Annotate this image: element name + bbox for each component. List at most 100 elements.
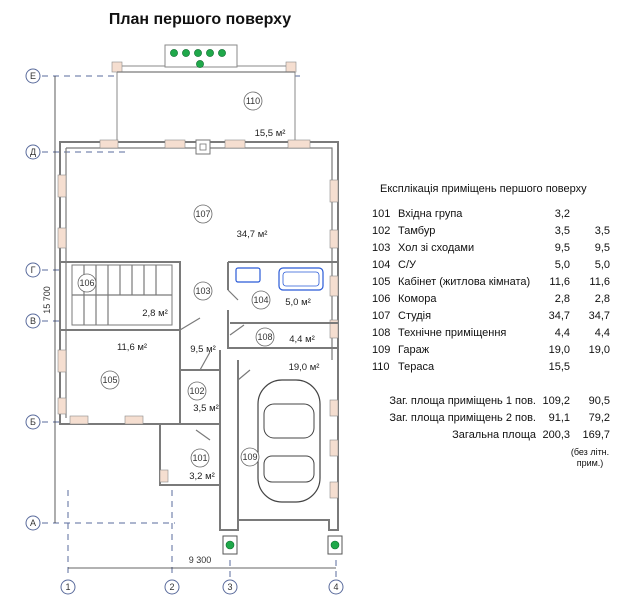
explication-row: 101 Вхідна група 3,2 bbox=[372, 208, 570, 220]
svg-text:4,4: 4,4 bbox=[595, 327, 610, 339]
svg-text:102: 102 bbox=[372, 225, 390, 237]
internal-walls bbox=[60, 261, 338, 520]
svg-text:4: 4 bbox=[333, 582, 338, 592]
svg-text:9,5 м²: 9,5 м² bbox=[190, 344, 216, 355]
explication-heading: Експлікація приміщень першого поверху bbox=[380, 183, 587, 195]
svg-text:1: 1 bbox=[65, 582, 70, 592]
terrace-planters bbox=[170, 49, 226, 68]
explication-total-row: Заг. площа приміщень 2 пов. 91,1 79,2 bbox=[389, 412, 610, 424]
axis-marker-e: Е bbox=[25, 68, 41, 84]
room-label-103: 103 9,5 м² bbox=[190, 281, 216, 355]
room-label-110: 110 15,5 м² bbox=[243, 91, 286, 139]
svg-text:103: 103 bbox=[195, 286, 210, 296]
svg-text:106: 106 bbox=[79, 278, 94, 288]
svg-text:5,0: 5,0 bbox=[595, 259, 610, 271]
room-label-108: 108 4,4 м² bbox=[255, 327, 315, 347]
axis-marker-g: Г bbox=[25, 262, 41, 278]
svg-text:108: 108 bbox=[372, 327, 390, 339]
svg-text:104: 104 bbox=[253, 295, 268, 305]
room-label-106: 106 2,8 м² bbox=[77, 273, 168, 319]
svg-text:34,7 м²: 34,7 м² bbox=[237, 229, 268, 240]
room-label-105: 105 11,6 м² bbox=[100, 342, 147, 390]
axis-marker-2: 2 bbox=[164, 579, 180, 595]
svg-text:169,7: 169,7 bbox=[582, 429, 610, 441]
explication-row: 103 Хол зі сходами 9,5 9,5 bbox=[372, 242, 610, 254]
svg-text:Тераса: Тераса bbox=[398, 361, 435, 373]
explication-note-line2: прим.) bbox=[577, 458, 604, 468]
axis-marker-a: А bbox=[25, 515, 41, 531]
svg-text:С/У: С/У bbox=[398, 259, 417, 271]
svg-text:2: 2 bbox=[169, 582, 174, 592]
svg-text:9,5: 9,5 bbox=[555, 242, 570, 254]
garage-planters bbox=[222, 535, 343, 555]
explication-row: 106 Комора 2,8 2,8 bbox=[372, 293, 610, 305]
svg-text:11,6: 11,6 bbox=[589, 276, 610, 288]
axis-marker-1: 1 bbox=[60, 579, 76, 595]
svg-text:3,2 м²: 3,2 м² bbox=[189, 471, 215, 482]
svg-text:90,5: 90,5 bbox=[589, 395, 610, 407]
svg-text:5,0 м²: 5,0 м² bbox=[285, 297, 311, 308]
plan-title: План першого поверху bbox=[109, 11, 291, 28]
svg-text:Б: Б bbox=[30, 417, 36, 427]
svg-text:3,5: 3,5 bbox=[595, 225, 610, 237]
svg-text:34,7: 34,7 bbox=[549, 310, 570, 322]
svg-text:105: 105 bbox=[372, 276, 390, 288]
svg-text:Тамбур: Тамбур bbox=[398, 225, 435, 237]
svg-text:101: 101 bbox=[372, 208, 390, 220]
svg-text:Вхідна група: Вхідна група bbox=[398, 208, 463, 220]
svg-text:3,5 м²: 3,5 м² bbox=[193, 403, 219, 414]
svg-text:А: А bbox=[30, 518, 36, 528]
svg-text:15,5 м²: 15,5 м² bbox=[255, 128, 286, 139]
svg-text:11,6: 11,6 bbox=[549, 276, 570, 288]
svg-text:Кабінет (житлова кімната): Кабінет (житлова кімната) bbox=[398, 276, 530, 288]
svg-text:109: 109 bbox=[372, 344, 390, 356]
svg-text:19,0 м²: 19,0 м² bbox=[289, 362, 320, 373]
svg-text:Комора: Комора bbox=[398, 293, 437, 305]
svg-text:106: 106 bbox=[372, 293, 390, 305]
axis-marker-3: 3 bbox=[222, 579, 238, 595]
explication-row: 105 Кабінет (житлова кімната) 11,6 11,6 bbox=[372, 276, 610, 288]
explication-total-row: Загальна площа 200,3 169,7 bbox=[452, 429, 610, 441]
svg-text:110: 110 bbox=[246, 96, 260, 106]
axis-marker-4: 4 bbox=[328, 579, 344, 595]
svg-text:107: 107 bbox=[372, 310, 390, 322]
room-110-terrace bbox=[111, 44, 297, 143]
width-dimension-label: 9 300 bbox=[189, 555, 212, 565]
svg-text:Д: Д bbox=[30, 147, 36, 157]
room-label-102: 102 3,5 м² bbox=[187, 381, 219, 414]
svg-text:11,6 м²: 11,6 м² bbox=[117, 342, 147, 353]
axis-marker-b: Б bbox=[25, 414, 41, 430]
svg-text:19,0: 19,0 bbox=[589, 344, 610, 356]
entrance-porch bbox=[159, 469, 169, 483]
svg-text:102: 102 bbox=[189, 386, 204, 396]
svg-text:2,8 м²: 2,8 м² bbox=[142, 308, 168, 319]
svg-text:105: 105 bbox=[102, 375, 117, 385]
explication-note-line1: (без літн. bbox=[571, 447, 609, 457]
svg-text:34,7: 34,7 bbox=[589, 310, 610, 322]
room-label-101: 101 3,2 м² bbox=[189, 448, 215, 482]
room-label-109: 109 19,0 м² bbox=[240, 362, 320, 467]
svg-text:3: 3 bbox=[227, 582, 232, 592]
svg-text:91,1: 91,1 bbox=[549, 412, 570, 424]
svg-text:Е: Е bbox=[30, 71, 36, 81]
axis-marker-d: Д bbox=[25, 144, 41, 160]
svg-text:4,4 м²: 4,4 м² bbox=[289, 334, 315, 345]
svg-text:Гараж: Гараж bbox=[398, 344, 430, 356]
explication-total-row: Заг. площа приміщень 1 пов. 109,2 90,5 bbox=[389, 395, 610, 407]
svg-text:108: 108 bbox=[257, 332, 272, 342]
svg-text:Загальна площа: Загальна площа bbox=[452, 429, 537, 441]
staircase bbox=[71, 264, 173, 326]
svg-text:9,5: 9,5 bbox=[595, 242, 610, 254]
axis-marker-v: В bbox=[25, 313, 41, 329]
svg-text:107: 107 bbox=[195, 209, 210, 219]
svg-text:2,8: 2,8 bbox=[555, 293, 570, 305]
svg-text:4,4: 4,4 bbox=[555, 327, 570, 339]
svg-text:Технічне приміщення: Технічне приміщення bbox=[398, 327, 506, 339]
svg-text:Заг. площа приміщень 1 пов.: Заг. площа приміщень 1 пов. bbox=[389, 395, 536, 407]
svg-text:Заг. площа приміщень 2 пов.: Заг. площа приміщень 2 пов. bbox=[389, 412, 536, 424]
car-icon bbox=[257, 379, 321, 503]
height-dimension-label: 15 700 bbox=[42, 286, 52, 314]
svg-text:3,5: 3,5 bbox=[555, 225, 570, 237]
svg-text:79,2: 79,2 bbox=[589, 412, 610, 424]
